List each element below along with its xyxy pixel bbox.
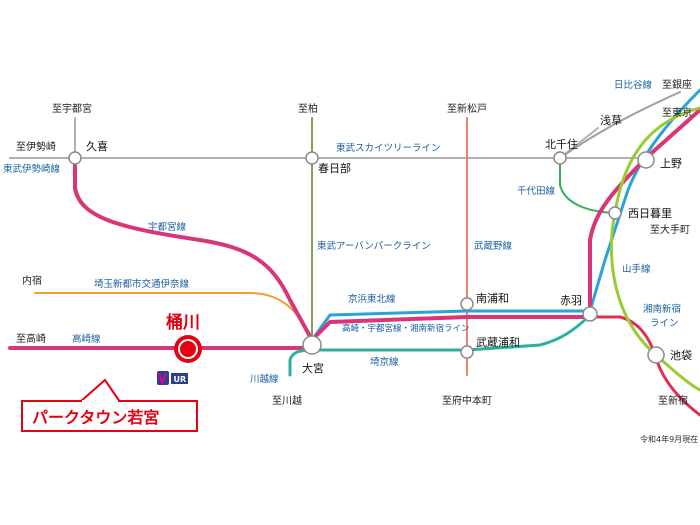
dest-shinjuku: 至新宿: [658, 394, 688, 407]
linelabel-tobu-urban: 東武アーバンパークライン: [317, 240, 431, 252]
label-nishinippori: 西日暮里: [628, 206, 672, 220]
linelabel-takasaki: 高崎線: [72, 333, 101, 345]
station-akabane[interactable]: [582, 306, 598, 322]
station-kitasenju[interactable]: [553, 151, 567, 165]
station-ueno[interactable]: [637, 151, 655, 169]
linelabel-shonan-1: 湘南新宿: [643, 303, 681, 315]
okegawa-marker-inner: [180, 341, 196, 357]
linelabel-saitama-shintoshi: 埼玉新都市交通伊奈線: [94, 278, 190, 290]
station-minamiurawa[interactable]: [460, 297, 474, 311]
dest-ginza: 至銀座: [662, 78, 692, 91]
linelabel-tobu-isesaki: 東武伊勢崎線: [3, 163, 61, 175]
yamanote-line: [609, 106, 700, 392]
station-kuki[interactable]: [68, 151, 82, 165]
label-ueno: 上野: [660, 157, 682, 170]
linelabel-utsunomiya: 宇都宮線: [148, 221, 187, 233]
linelabel-kawagoe: 川越線: [250, 373, 279, 385]
date-note: 令和4年9月現在: [640, 434, 698, 444]
label-musashiurawa: 武蔵浦和: [476, 336, 520, 349]
property-callout-box[interactable]: [21, 400, 198, 432]
label-akabane: 赤羽: [560, 294, 582, 307]
label-kasukabe: 春日部: [318, 161, 351, 175]
dest-kashiwa: 至柏: [298, 102, 318, 115]
ur-logo-swoosh: [158, 372, 167, 387]
hibiya-line: [559, 91, 681, 159]
linelabel-hibiya: 日比谷線: [614, 79, 653, 91]
saikyo-line: [288, 313, 592, 377]
utsunomiya-line: [73, 156, 314, 342]
ur-logo-box: [171, 373, 188, 384]
linelabel-shonan-2: ライン: [650, 318, 679, 329]
dest-otemachi: 至大手町: [650, 223, 690, 236]
linelabel-musashino: 武蔵野線: [474, 240, 513, 252]
dest-isesaki: 至伊勢崎: [16, 140, 56, 153]
label-ikebukuro: 池袋: [670, 348, 692, 362]
linelabel-keihin-tohoku: 京浜東北線: [348, 293, 396, 305]
label-minamiurawa: 南浦和: [476, 292, 509, 305]
dest-shinmatsudo: 至新松戸: [447, 102, 487, 115]
linelabel-saikyo: 埼京線: [370, 356, 399, 368]
dest-fuchu: 至府中本町: [442, 394, 492, 407]
station-nishinippori[interactable]: [608, 206, 622, 220]
okegawa-label: 桶川: [166, 312, 200, 333]
chiyoda-line: [559, 157, 616, 214]
label-kitasenju: 北千住: [545, 137, 578, 151]
label-asakusa: 浅草: [600, 114, 622, 127]
station-omiya[interactable]: [302, 335, 322, 355]
callout-pointer-cover: [82, 400, 118, 403]
dest-tokyo: 至東京: [662, 106, 692, 119]
linelabel-chiyoda: 千代田線: [517, 185, 556, 197]
dest-kawagoe: 至川越: [272, 394, 302, 407]
callout-pointer: [79, 378, 121, 403]
dest-naijuku: 内宿: [22, 274, 42, 287]
station-ikebukuro[interactable]: [647, 346, 665, 364]
station-musashiurawa[interactable]: [460, 345, 474, 359]
ur-logo: UR: [157, 371, 188, 387]
ur-logo-text: UR: [174, 375, 187, 384]
linelabel-takasaki-utsunomiya-shonan: 高崎・宇都宮線・湘南新宿ライン: [342, 323, 470, 334]
linelabel-tobu-skytree: 東武スカイツリーライン: [336, 142, 441, 154]
station-kasukabe[interactable]: [305, 151, 319, 165]
dest-takasaki: 至高崎: [16, 332, 46, 345]
label-omiya: 大宮: [302, 361, 324, 375]
linelabel-yamanote: 山手線: [622, 263, 651, 275]
property-name: パークタウン若宮: [32, 408, 159, 427]
dest-utsunomiya: 至宇都宮: [52, 102, 92, 115]
label-kuki: 久喜: [86, 140, 108, 153]
